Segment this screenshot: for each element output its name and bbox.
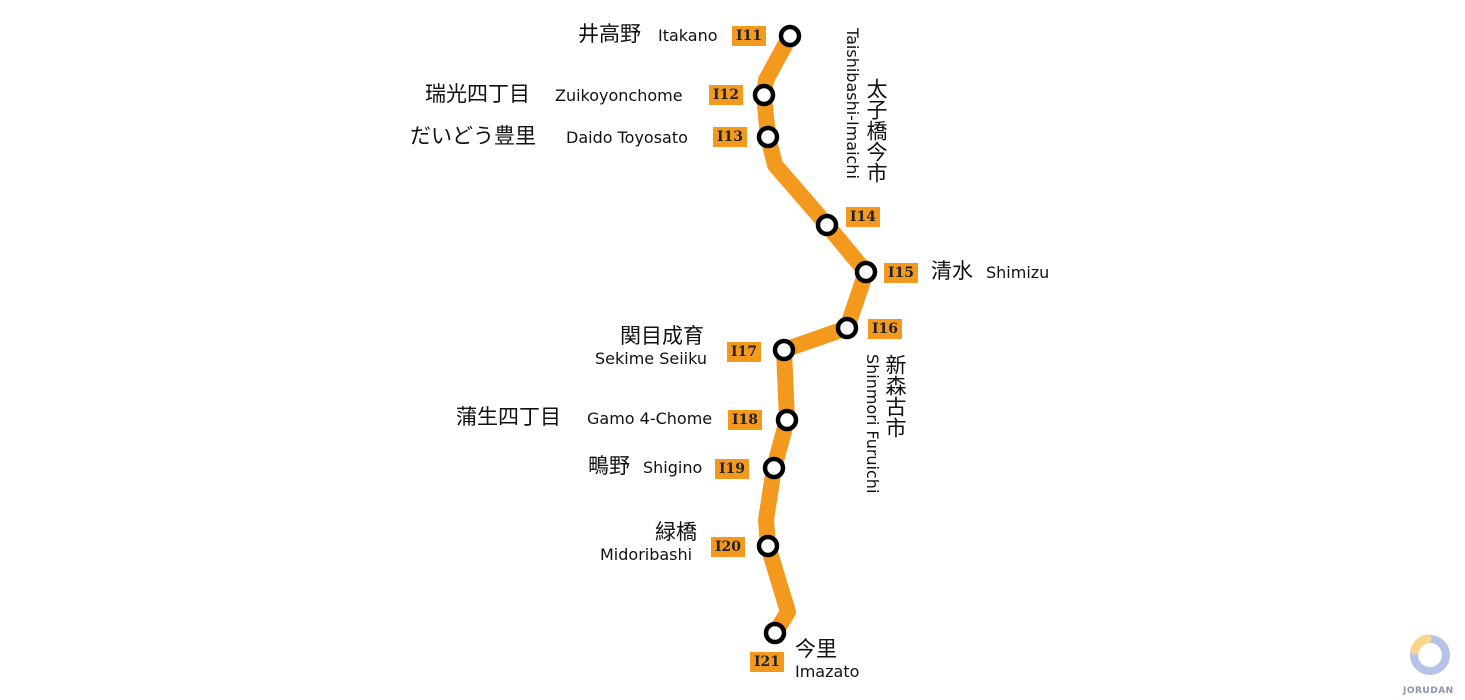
station-marker-I11[interactable] xyxy=(778,24,802,48)
station-name-en: Daido Toyosato xyxy=(566,128,688,147)
station-name-ja: 清水 xyxy=(931,259,973,283)
station-code-badge: I20 xyxy=(711,537,746,557)
station-code-badge: I21 xyxy=(750,652,785,672)
station-code-badge: I17 xyxy=(727,342,762,362)
station-code-badge: I11 xyxy=(732,26,767,46)
station-code-badge: I13 xyxy=(713,127,748,147)
station-name-ja: 瑞光四丁目 xyxy=(425,82,530,106)
station-name-ja: 鴫野 xyxy=(588,454,630,478)
station-name-en: Midoribashi xyxy=(600,545,693,564)
station-name-en: Shimizu xyxy=(986,263,1050,282)
station-name-en: Sekime Seiiku xyxy=(595,349,708,368)
station-code-badge: I15 xyxy=(884,263,919,283)
station-code-badge: I12 xyxy=(709,85,744,105)
station-name-ja: 関目成育 xyxy=(620,324,704,348)
station-name-ja: 太子橋今市 xyxy=(864,78,888,183)
station-marker-I20[interactable] xyxy=(756,534,780,558)
station-name-ja: 緑橋 xyxy=(655,520,697,544)
station-marker-I15[interactable] xyxy=(854,260,878,284)
station-marker-I14[interactable] xyxy=(815,213,839,237)
station-name-en: Shinmori Furuichi xyxy=(863,354,882,494)
station-code-badge: I16 xyxy=(868,319,903,339)
station-code-badge: I18 xyxy=(728,410,763,430)
station-name-en: Itakano xyxy=(658,26,718,45)
station-marker-I17[interactable] xyxy=(772,338,796,362)
station-name-ja: 新森古市 xyxy=(883,354,907,438)
jorudan-logo-icon xyxy=(1410,634,1450,675)
station-marker-I19[interactable] xyxy=(762,456,786,480)
station-name-ja: 蒲生四丁目 xyxy=(456,405,561,429)
station-marker-I13[interactable] xyxy=(756,125,780,149)
station-marker-I21[interactable] xyxy=(763,621,787,645)
station-name-ja: 今里 xyxy=(795,637,837,661)
station-name-en: Gamo 4-Chome xyxy=(587,409,713,428)
station-name-ja: 井高野 xyxy=(578,22,641,46)
logo-text: JORUDAN xyxy=(1403,686,1454,696)
station-marker-I12[interactable] xyxy=(752,83,776,107)
station-name-en: Zuikoyonchome xyxy=(555,86,683,105)
station-code-badge: I19 xyxy=(715,459,750,479)
station-name-ja: だいどう豊里 xyxy=(410,124,536,148)
station-name-en: Taishibashi-Imaichi xyxy=(843,28,862,179)
station-code-badge: I14 xyxy=(846,207,881,227)
station-marker-I18[interactable] xyxy=(775,408,799,432)
station-name-en: Shigino xyxy=(643,458,703,477)
station-marker-I16[interactable] xyxy=(835,316,859,340)
station-name-en: Imazato xyxy=(795,662,860,681)
